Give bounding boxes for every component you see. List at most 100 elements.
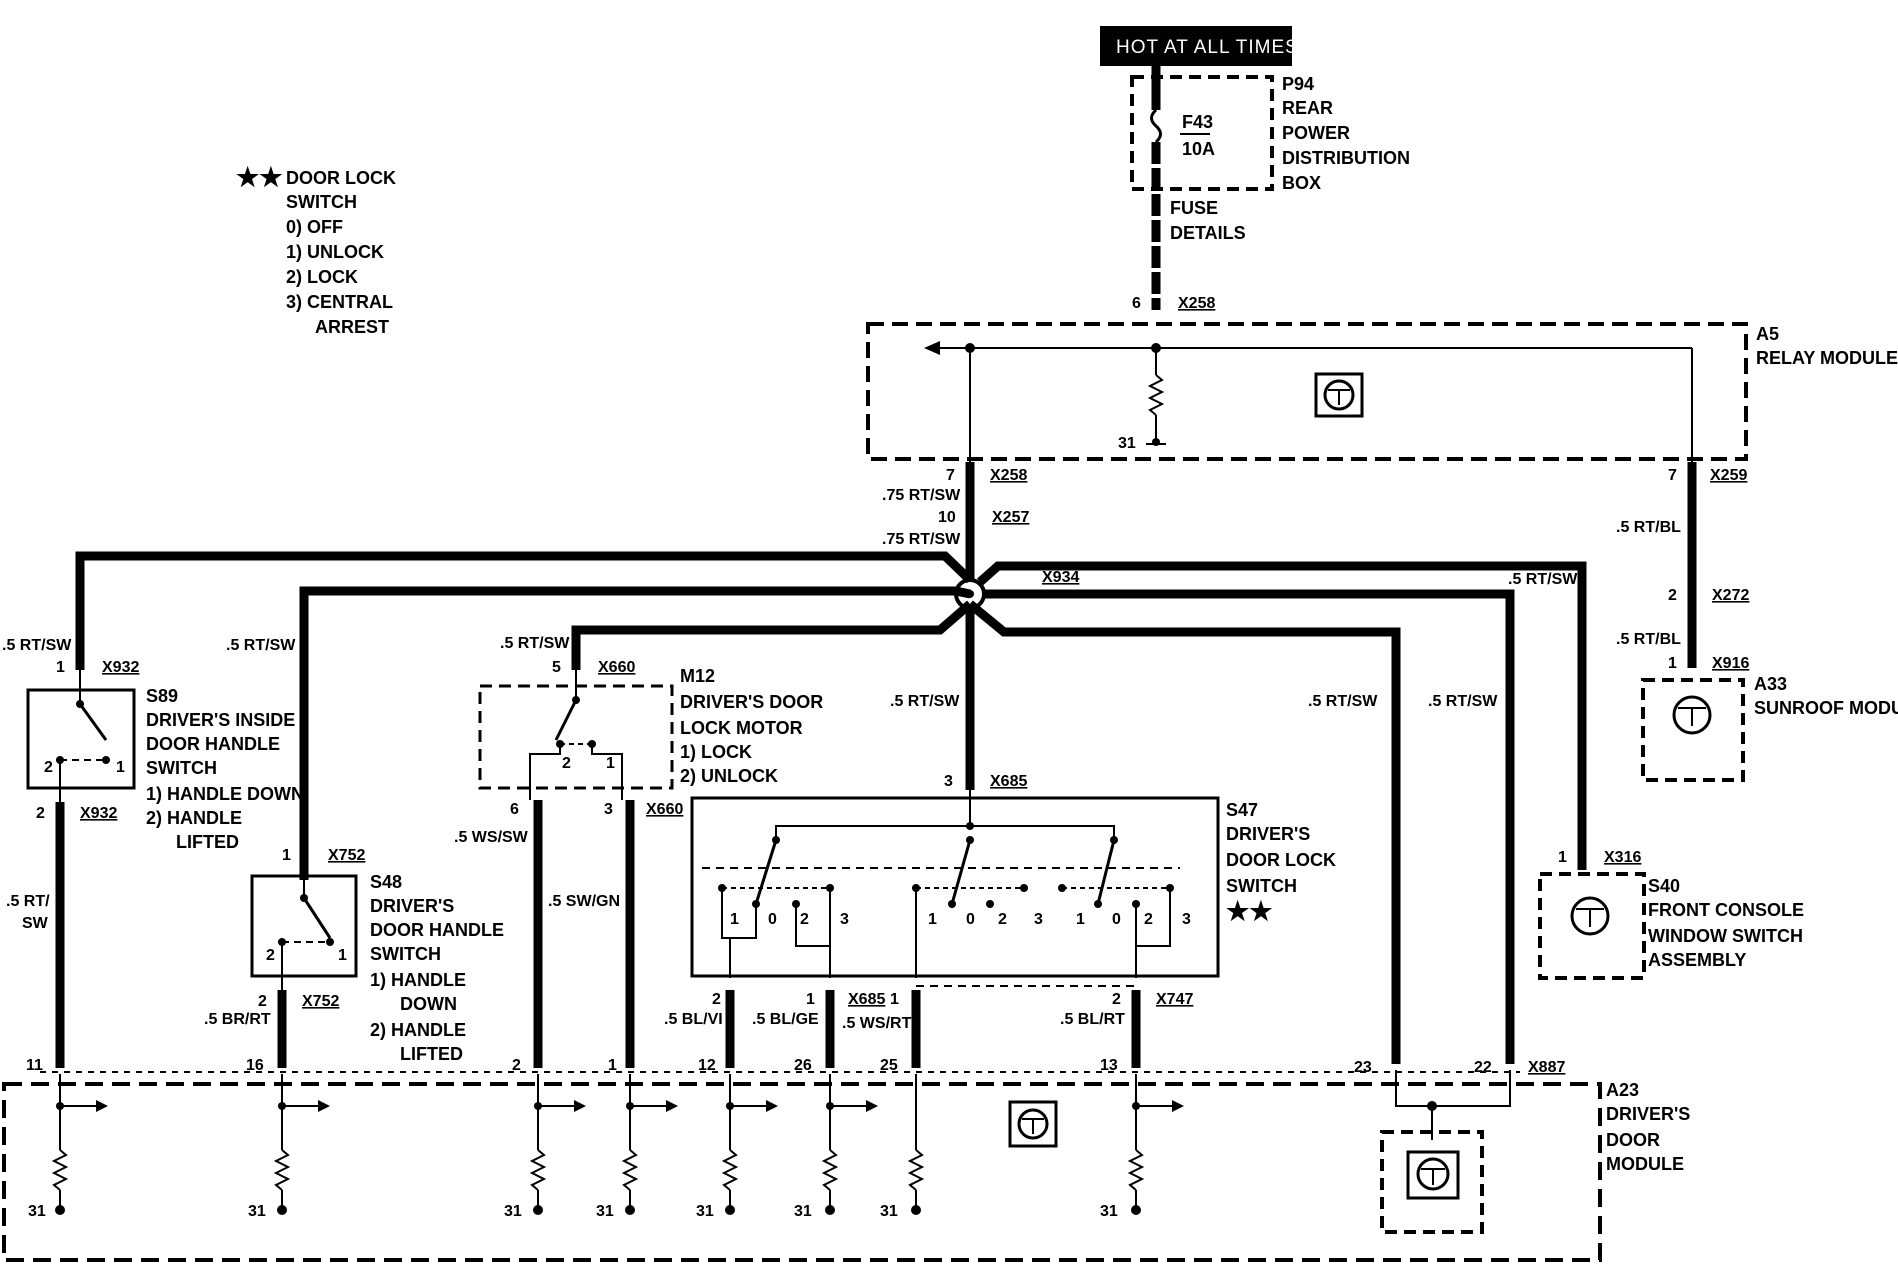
svg-text:X685: X685	[990, 773, 1027, 790]
svg-text:SWITCH: SWITCH	[1226, 876, 1297, 896]
svg-text:X258: X258	[990, 467, 1027, 484]
svg-text:7: 7	[1668, 467, 1677, 484]
svg-text:X685: X685	[848, 991, 885, 1008]
svg-text:SWITCH: SWITCH	[370, 944, 441, 964]
svg-text:31: 31	[696, 1203, 714, 1220]
svg-text:2) HANDLE: 2) HANDLE	[370, 1020, 466, 1040]
svg-text:10: 10	[938, 509, 956, 526]
svg-text:SUNROOF MODULE: SUNROOF MODULE	[1754, 698, 1898, 718]
svg-text:.5 RT/SW: .5 RT/SW	[1508, 571, 1578, 588]
svg-text:X259: X259	[1710, 467, 1747, 484]
svg-text:31: 31	[248, 1203, 266, 1220]
svg-text:7: 7	[946, 467, 955, 484]
svg-text:DRIVER'S DOOR: DRIVER'S DOOR	[680, 692, 823, 712]
svg-text:.5 BR/RT: .5 BR/RT	[204, 1011, 271, 1028]
fuse-details-1: FUSE	[1170, 198, 1218, 218]
svg-text:2: 2	[44, 759, 53, 776]
fuse-rating: 10A	[1182, 139, 1215, 159]
svg-text:X752: X752	[328, 847, 365, 864]
svg-text:2: 2	[1668, 587, 1677, 604]
svg-text:1: 1	[116, 759, 125, 776]
svg-text:6: 6	[510, 801, 519, 818]
svg-text:DRIVER'S: DRIVER'S	[1226, 824, 1310, 844]
svg-text:.75 RT/SW: .75 RT/SW	[882, 531, 961, 548]
legend-item-4: ARREST	[315, 317, 389, 337]
svg-text:X272: X272	[1712, 587, 1749, 604]
door-module: A23 DRIVER'S DOOR MODULE 23 22 X887	[2, 1059, 1690, 1262]
svg-text:RELAY MODULE: RELAY MODULE	[1756, 348, 1898, 368]
svg-text:MODULE: MODULE	[1606, 1154, 1684, 1174]
svg-text:LIFTED: LIFTED	[176, 832, 239, 852]
fuse-box: F43 10A P94 REAR POWER DISTRIBUTION BOX …	[1130, 66, 1410, 310]
svg-text:A23: A23	[1606, 1080, 1639, 1100]
relay-module: 6 X258 A5 RELAY MODULE 31	[866, 295, 1898, 462]
svg-text:.5 BL/RT: .5 BL/RT	[1060, 1011, 1125, 1028]
svg-text:1: 1	[730, 911, 739, 928]
svg-text:★★: ★★	[1226, 896, 1273, 926]
svg-text:X747: X747	[1156, 991, 1193, 1008]
legend-item-1: 1) UNLOCK	[286, 242, 384, 262]
svg-text:2: 2	[258, 993, 267, 1010]
svg-text:X932: X932	[80, 805, 117, 822]
svg-text:0: 0	[768, 911, 777, 928]
legend: ★★ DOOR LOCK SWITCH 0) OFF 1) UNLOCK 2) …	[236, 162, 396, 337]
svg-text:DOOR HANDLE: DOOR HANDLE	[146, 734, 280, 754]
svg-text:5: 5	[552, 659, 561, 676]
svg-text:WINDOW SWITCH: WINDOW SWITCH	[1648, 926, 1803, 946]
svg-text:1: 1	[606, 755, 615, 772]
svg-text:X932: X932	[102, 659, 139, 676]
svg-text:1: 1	[608, 1057, 617, 1074]
legend-item-3: 3) CENTRAL	[286, 292, 393, 312]
power-source-label: HOT AT ALL TIMES	[1116, 37, 1299, 58]
fuse-box-line-3: POWER	[1282, 123, 1350, 143]
svg-text:S47: S47	[1226, 800, 1258, 820]
svg-text:2: 2	[1144, 911, 1153, 928]
legend-stars: ★★	[236, 162, 283, 192]
svg-text:X257: X257	[992, 509, 1029, 526]
svg-text:2) UNLOCK: 2) UNLOCK	[680, 766, 778, 786]
svg-text:X660: X660	[646, 801, 683, 818]
svg-text:.5 RT/: .5 RT/	[6, 893, 50, 910]
svg-text:25: 25	[880, 1057, 898, 1074]
svg-text:2) HANDLE: 2) HANDLE	[146, 808, 242, 828]
svg-text:DRIVER'S INSIDE: DRIVER'S INSIDE	[146, 710, 295, 730]
svg-text:LIFTED: LIFTED	[400, 1044, 463, 1064]
svg-text:SWITCH: SWITCH	[146, 758, 217, 778]
svg-text:SW: SW	[22, 915, 49, 932]
svg-text:31: 31	[1118, 435, 1136, 452]
svg-text:2: 2	[266, 947, 275, 964]
svg-text:X887: X887	[1528, 1059, 1565, 1076]
svg-text:.5 RT/SW: .5 RT/SW	[890, 693, 960, 710]
inside-door-handle-switch: 2 1 1 X932 2 X932 S89 DRIVER'S INSIDE DO…	[26, 659, 304, 852]
door-module-inputs: 11 31 16 31 2 31	[26, 1057, 1184, 1220]
svg-text:DOWN: DOWN	[400, 994, 457, 1014]
svg-text:31: 31	[1100, 1203, 1118, 1220]
svg-text:1: 1	[56, 659, 65, 676]
svg-text:1: 1	[338, 947, 347, 964]
fuse-box-line-5: BOX	[1282, 173, 1321, 193]
svg-text:DOOR: DOOR	[1606, 1130, 1660, 1150]
svg-text:2: 2	[36, 805, 45, 822]
svg-text:.5 RT/SW: .5 RT/SW	[226, 637, 296, 654]
svg-text:.5 SW/GN: .5 SW/GN	[548, 893, 620, 910]
door-handle-switch: 2 1 1 X752 2 X752 S48 DRIVER'S DOOR HAND…	[250, 847, 504, 1064]
svg-text:0: 0	[1112, 911, 1121, 928]
svg-text:1: 1	[928, 911, 937, 928]
svg-text:2: 2	[800, 911, 809, 928]
svg-text:FRONT CONSOLE: FRONT CONSOLE	[1648, 900, 1804, 920]
door-lock-switch: 1 0 2 3 1 0 2 3 1 0 2 3 3 X685 S47 DRIVE…	[690, 773, 1336, 978]
svg-text:ASSEMBLY: ASSEMBLY	[1648, 950, 1746, 970]
svg-text:S89: S89	[146, 686, 178, 706]
svg-text:11: 11	[26, 1057, 43, 1074]
svg-text:1: 1	[806, 991, 815, 1008]
svg-text:1: 1	[1558, 849, 1567, 866]
svg-text:A5: A5	[1756, 324, 1779, 344]
svg-text:31: 31	[880, 1203, 898, 1220]
door-lock-motor: 2 1 5 X660 6 3 X660 M12 DRIVER'S DOOR LO…	[478, 659, 823, 818]
svg-text:2: 2	[712, 991, 721, 1008]
svg-text:.5 BL/GE: .5 BL/GE	[752, 1011, 819, 1028]
svg-text:X660: X660	[598, 659, 635, 676]
svg-text:.5 WS/RT: .5 WS/RT	[842, 1015, 912, 1032]
svg-text:13: 13	[1100, 1057, 1118, 1074]
